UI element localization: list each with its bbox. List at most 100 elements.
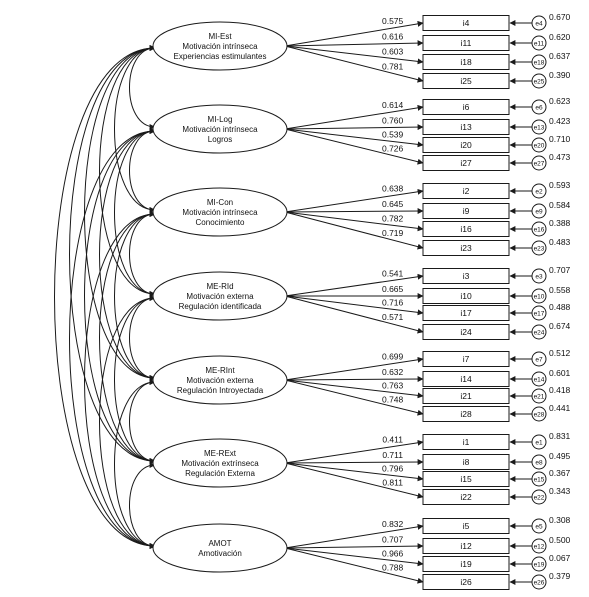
loading-label: 0.707 xyxy=(382,534,404,544)
indicator-box xyxy=(422,489,510,505)
indicator-box xyxy=(422,137,510,153)
indicator-label: i16 xyxy=(460,224,472,234)
error-variance-label: 0.674 xyxy=(549,321,571,331)
loading-path xyxy=(284,211,424,250)
latent-ellipse xyxy=(152,523,288,573)
indicator-label: i17 xyxy=(460,308,472,318)
loading-path xyxy=(284,40,424,47)
error-label: e9 xyxy=(535,208,543,215)
covariance-arcs xyxy=(54,45,156,549)
indicator-label: i27 xyxy=(460,158,472,168)
error-circle xyxy=(531,406,547,422)
error-circle xyxy=(531,324,547,340)
covariance-arc xyxy=(99,295,156,549)
error-label: e19 xyxy=(534,561,545,568)
indicator-label: i9 xyxy=(463,206,470,216)
error-variance-label: 0.831 xyxy=(549,431,571,441)
loading-path xyxy=(284,273,424,297)
indicator-label: i22 xyxy=(460,492,472,502)
error-label: e28 xyxy=(534,411,545,418)
indicator-label: i25 xyxy=(460,76,472,86)
indicator-box xyxy=(422,268,510,284)
indicator-box xyxy=(422,15,510,31)
error-label: e22 xyxy=(534,494,545,501)
indicator-label: i14 xyxy=(460,374,472,384)
error-circle xyxy=(531,99,547,115)
error-variance-label: 0.558 xyxy=(549,285,571,295)
error-label: e11 xyxy=(534,40,545,47)
loading-label: 0.781 xyxy=(382,61,404,71)
error-variance-label: 0.067 xyxy=(549,553,571,563)
error-variance-label: 0.418 xyxy=(549,385,571,395)
loading-label: 0.811 xyxy=(382,478,403,488)
loading-label: 0.726 xyxy=(382,144,404,154)
latent-ellipse xyxy=(152,355,288,405)
indicator-box xyxy=(422,471,510,487)
covariance-arc xyxy=(129,128,156,213)
loading-label: 0.748 xyxy=(382,395,404,405)
latent-label: Experiencias estimulantes xyxy=(174,52,267,61)
error-circle xyxy=(531,155,547,171)
indicator-label: i24 xyxy=(460,327,472,337)
indicator-label: i7 xyxy=(463,354,470,364)
error-label: e5 xyxy=(535,523,543,530)
error-circle xyxy=(531,221,547,237)
loading-path xyxy=(284,379,424,416)
indicator-box xyxy=(422,99,510,115)
loading-path xyxy=(284,379,424,399)
indicator-label: i11 xyxy=(461,38,472,48)
latent-ellipse xyxy=(152,104,288,154)
indicator-box xyxy=(422,35,510,51)
covariance-arc xyxy=(114,128,156,297)
error-variance-label: 0.620 xyxy=(549,32,571,42)
indicator-label: i28 xyxy=(460,409,472,419)
error-variance-label: 0.379 xyxy=(549,571,571,581)
latent-label: ME-RInt xyxy=(205,366,235,375)
error-label: e25 xyxy=(534,78,545,85)
indicator-box xyxy=(422,203,510,219)
error-variance-label: 0.483 xyxy=(549,237,571,247)
loading-path xyxy=(284,104,424,130)
error-circle xyxy=(531,388,547,404)
loading-label: 0.796 xyxy=(382,463,404,473)
latent-label: ME-RId xyxy=(206,282,233,291)
loading-path xyxy=(284,547,424,567)
latent-label: Motivación intrínseca xyxy=(182,42,258,51)
error-circle xyxy=(531,35,547,51)
latent-label: Regulación Externa xyxy=(185,469,255,478)
latent-ellipse xyxy=(152,271,288,321)
error-circle xyxy=(531,518,547,534)
covariance-arc xyxy=(114,211,156,381)
error-variance-label: 0.593 xyxy=(549,180,571,190)
loading-path xyxy=(284,356,424,381)
loading-path xyxy=(284,462,424,482)
indicator-label: i10 xyxy=(460,291,472,301)
indicator-label: i4 xyxy=(463,18,470,28)
latent-label: Amotivación xyxy=(198,549,242,558)
error-label: e2 xyxy=(535,188,543,195)
loading-label: 0.711 xyxy=(382,450,403,460)
covariance-arc xyxy=(84,211,156,549)
covariance-arc xyxy=(99,45,156,297)
error-variance-label: 0.601 xyxy=(549,368,571,378)
latent-label: MI-Con xyxy=(207,198,233,207)
indicator-label: i5 xyxy=(463,521,470,531)
error-circle xyxy=(531,183,547,199)
latent-label: MI-Est xyxy=(208,32,232,41)
error-circle xyxy=(531,288,547,304)
loading-path xyxy=(284,547,424,584)
loading-label: 0.782 xyxy=(382,213,404,223)
latent-label: MI-Log xyxy=(208,115,233,124)
covariance-arc xyxy=(84,128,156,464)
error-label: e14 xyxy=(534,376,545,383)
error-label: e15 xyxy=(534,476,545,483)
loading-label: 0.716 xyxy=(382,297,404,307)
loading-path xyxy=(284,128,424,148)
covariance-arc xyxy=(129,379,156,464)
loading-label: 0.575 xyxy=(382,16,404,26)
loading-path xyxy=(284,124,424,131)
indicator-box xyxy=(422,119,510,135)
loading-label: 0.571 xyxy=(382,312,404,322)
